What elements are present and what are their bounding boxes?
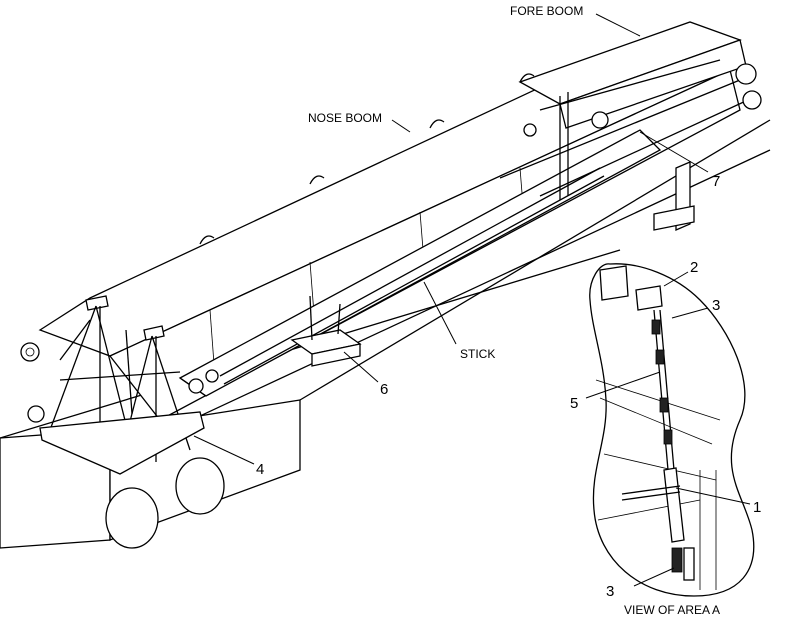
front-stand: [39, 295, 205, 475]
view-caption: VIEW OF AREA A: [624, 603, 720, 617]
callout-2: 2: [690, 259, 698, 276]
callout-3-top: 3: [712, 297, 720, 314]
middle-support: [290, 295, 362, 367]
callout-3-bottom: 3: [606, 583, 614, 600]
nose-boom-label: NOSE BOOM: [308, 111, 382, 125]
callout-5: 5: [570, 395, 578, 412]
callout-6: 6: [380, 381, 388, 398]
leader-lines: [193, 13, 751, 587]
inset-view-area-a: [589, 263, 755, 597]
stick: [178, 129, 662, 397]
stick-label: STICK: [460, 347, 495, 361]
fore-boom: [499, 21, 762, 200]
callout-4: 4: [256, 461, 264, 478]
callout-1: 1: [753, 499, 761, 516]
fore-boom-label: FORE BOOM: [510, 4, 583, 18]
callout-7: 7: [712, 173, 720, 190]
